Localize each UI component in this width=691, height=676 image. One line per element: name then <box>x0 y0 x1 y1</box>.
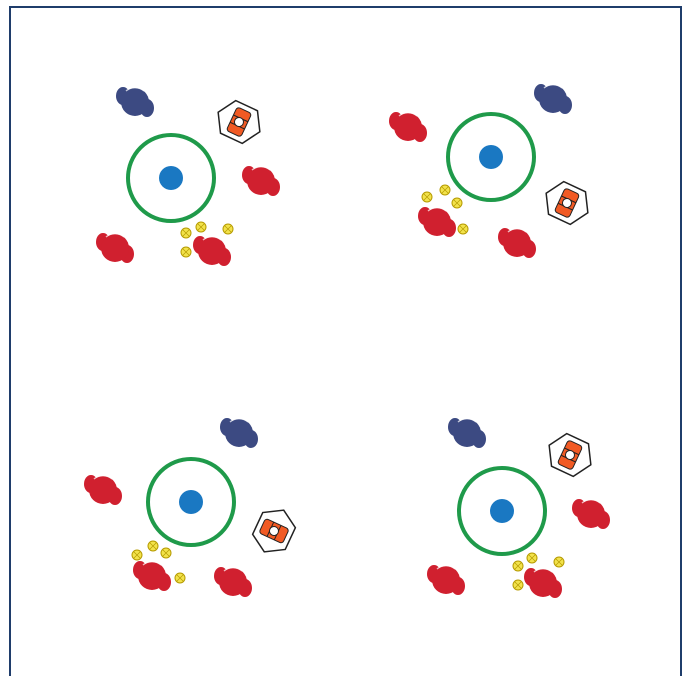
player-red-icon <box>96 233 134 263</box>
ball-icon <box>553 556 565 568</box>
player-red-icon <box>524 568 562 598</box>
player-red-icon <box>418 207 456 237</box>
field-frame <box>9 6 682 676</box>
goalkeeper-icon <box>545 180 589 226</box>
player-navy-icon <box>220 418 258 448</box>
ball-icon <box>131 549 143 561</box>
ball-icon <box>512 560 524 572</box>
goalkeeper-icon <box>548 432 592 478</box>
ball-icon <box>160 547 172 559</box>
center-target-dot <box>479 145 503 169</box>
target-ring-icon <box>446 112 536 202</box>
ball-icon <box>451 197 463 209</box>
player-red-icon <box>214 567 252 597</box>
drill-group-top-right <box>389 84 589 258</box>
player-red-icon <box>389 112 427 142</box>
player-navy-icon <box>116 87 154 117</box>
ball-icon <box>439 184 451 196</box>
center-target-dot <box>179 490 203 514</box>
drill-group-bottom-left <box>84 418 297 597</box>
player-red-icon <box>498 228 536 258</box>
ball-icon <box>195 221 207 233</box>
target-ring-icon <box>146 457 236 547</box>
goalkeeper-icon <box>251 509 297 553</box>
ball-icon <box>512 579 524 591</box>
player-red-icon <box>242 166 280 196</box>
player-red-icon <box>84 475 122 505</box>
center-target-dot <box>490 499 514 523</box>
ball-icon <box>147 540 159 552</box>
ball-icon <box>421 191 433 203</box>
center-target-dot <box>159 166 183 190</box>
ball-icon <box>222 223 234 235</box>
player-red-icon <box>133 561 171 591</box>
groups-layer <box>84 84 610 598</box>
ball-icon <box>180 246 192 258</box>
target-ring-icon <box>457 466 547 556</box>
player-red-icon <box>427 565 465 595</box>
player-red-icon <box>193 236 231 266</box>
goalkeeper-icon <box>217 99 261 145</box>
drill-group-top-left <box>96 87 280 266</box>
target-ring-icon <box>126 133 216 223</box>
ball-icon <box>174 572 186 584</box>
ball-icon <box>180 227 192 239</box>
player-navy-icon <box>534 84 572 114</box>
drill-group-bottom-right <box>427 418 610 598</box>
ball-icon <box>526 552 538 564</box>
ball-icon <box>457 223 469 235</box>
player-navy-icon <box>448 418 486 448</box>
player-red-icon <box>572 499 610 529</box>
